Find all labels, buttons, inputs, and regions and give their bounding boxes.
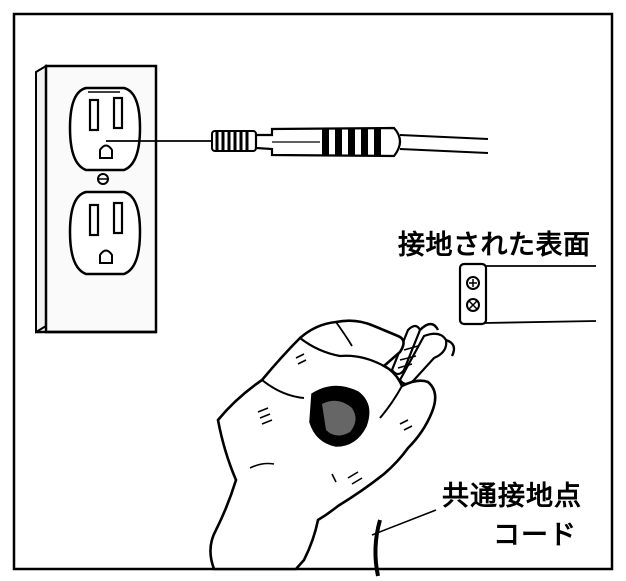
- lower-ground-hole-icon: [99, 249, 113, 264]
- lower-receptacle: [68, 190, 142, 276]
- grounded-surface-bracket: [458, 262, 597, 326]
- diagram-border: [12, 12, 614, 571]
- hand-with-ground-clip: [209, 319, 456, 577]
- ground-plug-cord: [106, 126, 489, 158]
- grounded-surface-label: 接地された表面: [398, 230, 591, 261]
- common-ground-cord-label-line2: コード: [493, 520, 577, 551]
- upper-slot-right-icon: [112, 96, 124, 130]
- upper-ground-hole-icon: [99, 144, 113, 159]
- common-ground-cord-label-line1: 共通接地点: [442, 481, 582, 512]
- ground-clip-icon: [390, 322, 456, 386]
- lower-slot-right-icon: [112, 201, 124, 235]
- cord-label-leader: [371, 509, 437, 536]
- upper-receptacle: [68, 86, 142, 172]
- upper-slot-left-icon: [88, 98, 100, 132]
- lower-slot-left-icon: [88, 203, 100, 237]
